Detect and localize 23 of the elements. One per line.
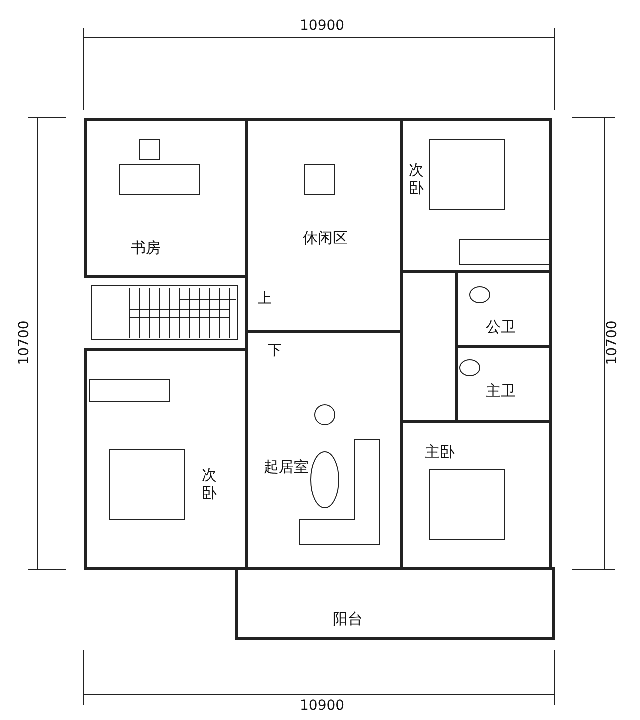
room-name: 起居室	[264, 458, 309, 477]
room-name: 休闲区	[303, 229, 348, 248]
dimension-text: 10900	[300, 18, 345, 34]
dimension-text: 10700	[16, 320, 32, 366]
room-outline	[400, 420, 552, 570]
room-name: 公卫	[486, 318, 516, 337]
room-outline	[84, 118, 248, 278]
room-name: 阳台	[333, 610, 363, 629]
stair-direction-text: 上	[258, 290, 272, 308]
room-name: 主卧	[425, 443, 455, 462]
room-outline	[455, 345, 552, 423]
dimension-text: 10900	[300, 698, 345, 714]
room-name: 次卧	[202, 466, 218, 502]
room-outline	[245, 118, 403, 333]
room-name: 书房	[131, 239, 161, 258]
room-name: 次卧	[409, 161, 425, 197]
room-outline	[84, 348, 248, 570]
dimension-text: 10700	[604, 320, 620, 366]
stair-direction-text: 下	[268, 342, 282, 360]
room-outline	[235, 567, 555, 640]
room-outline	[455, 270, 552, 348]
room-outline	[400, 118, 552, 273]
room-name: 主卫	[486, 382, 516, 401]
